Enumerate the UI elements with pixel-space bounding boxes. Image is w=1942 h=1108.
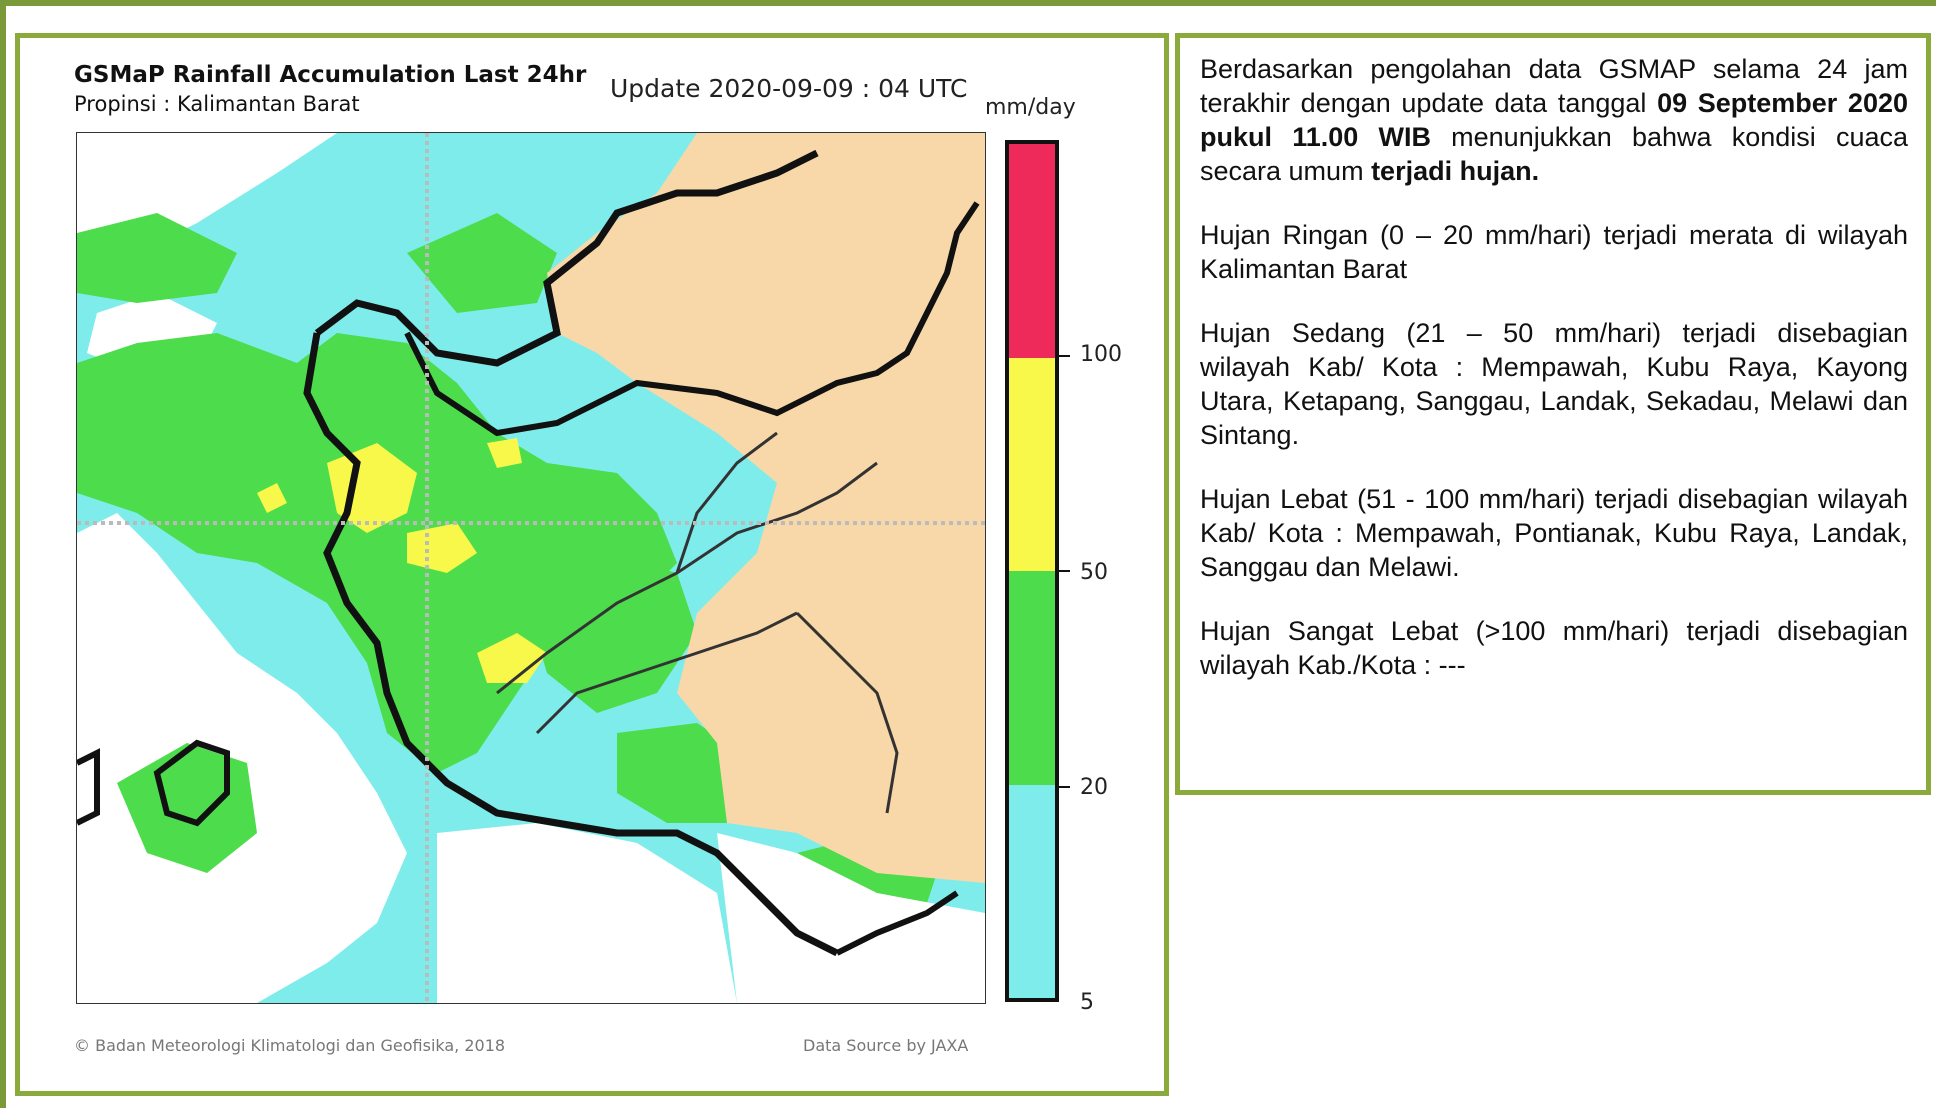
heavy-rain-paragraph: Hujan Lebat (51 - 100 mm/hari) terjadi d… <box>1200 484 1908 582</box>
rainfall-map-graphic <box>77 133 985 1003</box>
colorbar-tick <box>1058 355 1070 357</box>
tick-label-20: 20 <box>1080 775 1108 800</box>
summary-text-c: menunjukkan bahwa kondisi cuaca secara u… <box>1200 122 1908 186</box>
rainfall-map <box>76 132 986 1004</box>
colorbar-tick <box>1058 786 1070 788</box>
map-subtitle: Propinsi : Kalimantan Barat <box>74 92 360 116</box>
colorbar <box>1005 140 1059 1002</box>
description-panel: Berdasarkan pengolahan data GSMAP selama… <box>1175 33 1931 795</box>
credit-text: © Badan Meteorologi Klimatologi dan Geof… <box>74 1036 506 1055</box>
colorbar-heavy <box>1009 357 1055 571</box>
colorbar-very-heavy <box>1009 144 1055 358</box>
very-heavy-rain-paragraph: Hujan Sangat Lebat (>100 mm/hari) terjad… <box>1200 616 1908 680</box>
frame-edge <box>1936 0 1942 1108</box>
colorbar-moderate <box>1009 571 1055 785</box>
tick-label-100: 100 <box>1080 342 1122 367</box>
summary-text-a: Berdasarkan pengolahan data GSMAP selama… <box>1200 54 1908 118</box>
light-rain-paragraph: Hujan Ringan (0 – 20 mm/hari) terjadi me… <box>1200 220 1908 284</box>
moderate-rain-paragraph: Hujan Sedang (21 – 50 mm/hari) terjadi d… <box>1200 318 1908 450</box>
colorbar-tick <box>1058 570 1070 572</box>
colorbar-light <box>1009 784 1055 998</box>
data-source-text: Data Source by JAXA <box>803 1036 969 1055</box>
tick-label-50: 50 <box>1080 560 1108 585</box>
tick-label-5: 5 <box>1080 990 1094 1015</box>
summary-condition: terjadi hujan. <box>1371 156 1540 186</box>
map-title: GSMaP Rainfall Accumulation Last 24hr <box>74 62 587 88</box>
summary-paragraph: Berdasarkan pengolahan data GSMAP selama… <box>1200 52 1908 188</box>
map-update-time: Update 2020-09-09 : 04 UTC <box>610 74 968 103</box>
summary-date: 09 September 2020 pukul 11.00 WIB <box>1200 88 1908 152</box>
unit-label: mm/day <box>985 95 1076 120</box>
